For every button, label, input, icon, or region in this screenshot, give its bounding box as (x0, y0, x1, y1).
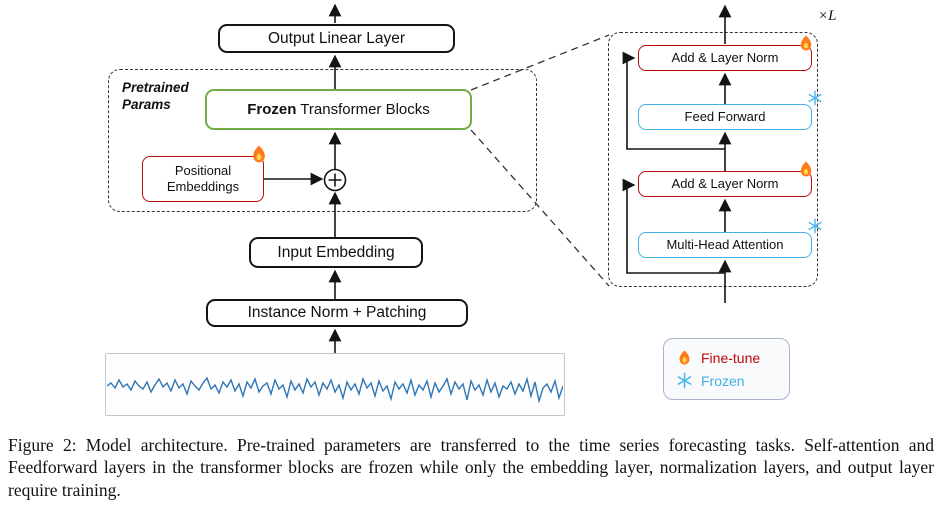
input-embedding-label: Input Embedding (277, 243, 395, 261)
multi-head-attention-box: Multi-Head Attention (638, 218, 822, 258)
legend-frozen-label: Frozen (701, 372, 745, 389)
legend-frozen-row: Frozen (676, 372, 777, 389)
input-embedding-box: Input Embedding (249, 237, 423, 268)
add-layer-norm-bottom-label: Add & Layer Norm (671, 176, 779, 192)
snowflake-icon (807, 218, 823, 234)
flame-icon (797, 160, 815, 178)
legend-fine-tune-label: Fine-tune (701, 349, 761, 366)
feed-forward-box: Feed Forward (638, 90, 822, 130)
multi-head-attention-label: Multi-Head Attention (666, 237, 784, 253)
repeat-times-label: ×L (818, 8, 837, 24)
flame-icon (676, 349, 693, 366)
positional-embeddings-box: Positional Embeddings (142, 145, 265, 202)
instance-norm-patching-label: Instance Norm + Patching (247, 304, 427, 321)
flame-icon (249, 144, 269, 164)
architecture-diagram: Pretrained Params ×L (105, 3, 837, 416)
time-series-plot (105, 353, 565, 416)
snowflake-icon (676, 372, 693, 389)
figure-caption: Figure 2: Model architecture. Pre-traine… (8, 435, 934, 500)
output-linear-layer-label: Output Linear Layer (267, 29, 405, 47)
pretrained-params-label: Pretrained Params (122, 80, 189, 112)
legend-fine-tune-row: Fine-tune (676, 349, 777, 366)
add-layer-norm-bottom-box: Add & Layer Norm (638, 161, 812, 197)
time-series-line (107, 375, 563, 404)
instance-norm-patching-box: Instance Norm + Patching (206, 299, 468, 327)
positional-embeddings-label: Positional Embeddings (166, 163, 240, 194)
frozen-transformer-blocks-box: Frozen Transformer Blocks (205, 89, 472, 130)
add-layer-norm-top-label: Add & Layer Norm (671, 50, 779, 66)
snowflake-icon (807, 90, 823, 106)
add-layer-norm-top-box: Add & Layer Norm (638, 35, 812, 71)
feed-forward-label: Feed Forward (684, 109, 766, 125)
frozen-transformer-blocks-label: Frozen Transformer Blocks (247, 101, 430, 118)
output-linear-layer-box: Output Linear Layer (218, 24, 455, 53)
flame-icon (797, 34, 815, 52)
legend-box: Fine-tune Frozen (663, 338, 790, 400)
